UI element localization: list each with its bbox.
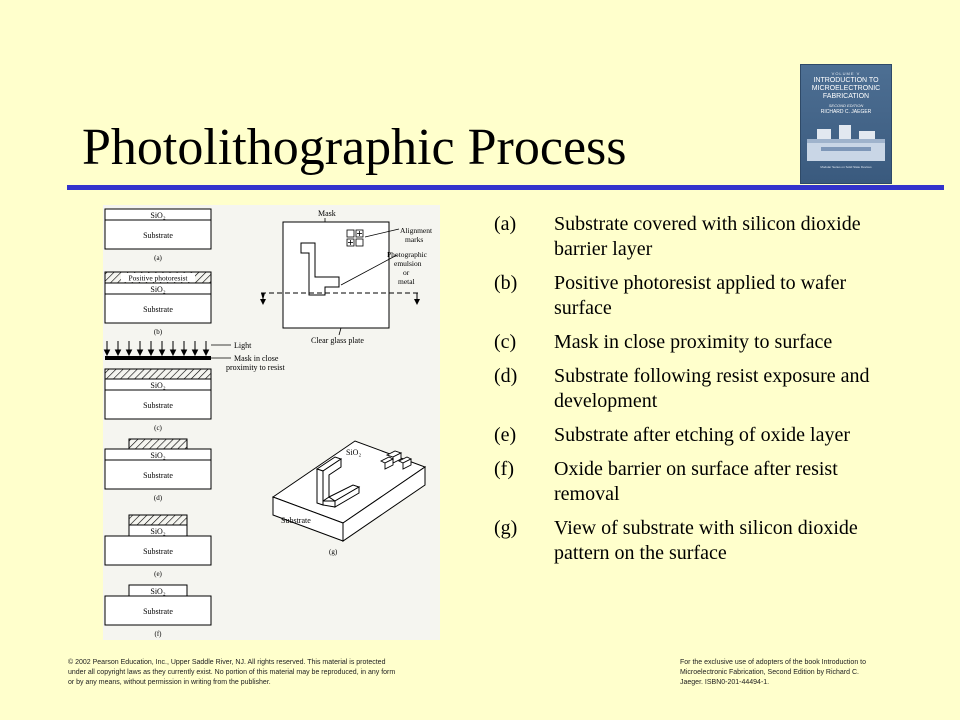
book-cover-series: VOLUME V [831,71,861,76]
step-item-e: (e) Substrate after etching of oxide laye… [494,423,894,448]
diagram-step-f: SiO₂ Substrate (f) [104,584,212,638]
step-text-e: Substrate after etching of oxide layer [554,424,850,446]
label-substrate-g: Substrate [281,516,311,525]
step-label-d: (d) [494,365,518,387]
diagram-step-a: SiO₂ Substrate (a) [104,208,212,262]
label-alignment-2: marks [405,235,423,244]
label-clear-glass-plate: Clear glass plate [311,336,364,345]
step-item-d: (d) Substrate following resist exposure a… [494,364,894,414]
step-item-b: (b) Positive photoresist applied to wafer… [494,271,894,321]
diagram-step-d: SiO₂ Substrate (d) [104,438,212,502]
label-emulsion-1: Photographic [387,250,428,259]
step-label-f: (f) [494,458,514,480]
book-cover-title: INTRODUCTION TO MICROELECTRONIC FABRICAT… [811,77,881,100]
step-label-e: (e) [494,424,517,446]
diagram-step-c: Light Mask in close proximity to resist … [103,341,285,432]
diagram-step-g: Substrate SiO₂ (g) [271,440,427,556]
label-mask-close-1: Mask in close [234,354,279,363]
photolithography-figure: SiO₂ Substrate (a) Positive photoresist … [103,208,433,638]
caption-e: (e) [154,570,162,578]
slide-title: Photolithographic Process [82,119,627,176]
label-substrate-b: Substrate [143,305,173,314]
diagram-step-b: Positive photoresist SiO₂ Substrate (b) [104,271,212,336]
book-cover-author: RICHARD C. JAEGER [820,109,872,115]
label-sio2-f: SiO₂ [150,587,165,596]
alignment-marks-icon [346,229,364,247]
step-item-g: (g) View of substrate with silicon dioxid… [494,516,894,566]
light-arrows [103,341,210,357]
label-substrate-a: Substrate [143,231,173,240]
step-text-c: Mask in close proximity to surface [554,331,833,353]
step-text-f: Oxide barrier on surface after resist re… [554,458,838,505]
step-text-b: Positive photoresist applied to wafer su… [554,272,847,319]
diagram-step-e: SiO₂ Substrate (e) [104,514,212,578]
label-light: Light [234,341,252,350]
step-label-a: (a) [494,213,517,235]
label-sio2-c: SiO₂ [150,381,165,390]
caption-a: (a) [154,254,162,262]
caption-f: (f) [155,630,163,638]
caption-d: (d) [154,494,163,502]
label-alignment-1: Alignment [400,226,433,235]
step-item-a: (a) Substrate covered with silicon dioxid… [494,212,894,262]
step-item-f: (f) Oxide barrier on surface after resist… [494,457,894,507]
copyright-notice: © 2002 Pearson Education, Inc., Upper Sa… [68,659,396,686]
step-label-b: (b) [494,272,518,294]
label-substrate-e: Substrate [143,547,173,556]
adopter-notice: For the exclusive use of adopters of the… [680,659,866,686]
figure-panel: SiO₂ Substrate (a) Positive photoresist … [103,205,440,640]
label-mask-close-2: proximity to resist [226,363,285,372]
caption-c: (c) [154,424,162,432]
caption-b: (b) [154,328,163,336]
book-cover-image: VOLUME V INTRODUCTION TO MICROELECTRONIC… [800,64,892,184]
label-emulsion-4: metal [398,277,415,286]
label-emulsion-2: emulsion [394,259,422,268]
step-text-g: View of substrate with silicon dioxide p… [554,517,858,564]
book-cover-art [807,125,885,161]
step-text-d: Substrate following resist exposure and … [554,365,870,412]
label-substrate-f: Substrate [143,607,173,616]
label-sio2-b: SiO₂ [150,285,165,294]
label-sio2-a: SiO₂ [150,211,165,220]
book-cover-footer: Modular Series on Solid State Devices [820,165,872,169]
caption-g: (g) [329,548,338,556]
step-list: (a) Substrate covered with silicon dioxid… [494,212,894,575]
label-sio2-e: SiO₂ [150,527,165,536]
step-label-c: (c) [494,331,517,353]
label-positive-photoresist: Positive photoresist [129,274,189,283]
label-sio2-d: SiO₂ [150,451,165,460]
step-item-c: (c) Mask in close proximity to surface [494,330,894,355]
book-cover-edition: SECOND EDITION [828,103,864,108]
label-substrate-c: Substrate [143,401,173,410]
step-label-g: (g) [494,517,518,539]
label-mask: Mask [318,209,336,218]
diagram-mask: Mask Alignment marks Photographic emulsi… [260,209,433,345]
label-substrate-d: Substrate [143,471,173,480]
label-sio2-g: SiO₂ [346,448,361,457]
step-text-a: Substrate covered with silicon dioxide b… [554,213,861,260]
title-rule [67,185,944,190]
label-emulsion-3: or [403,268,410,277]
